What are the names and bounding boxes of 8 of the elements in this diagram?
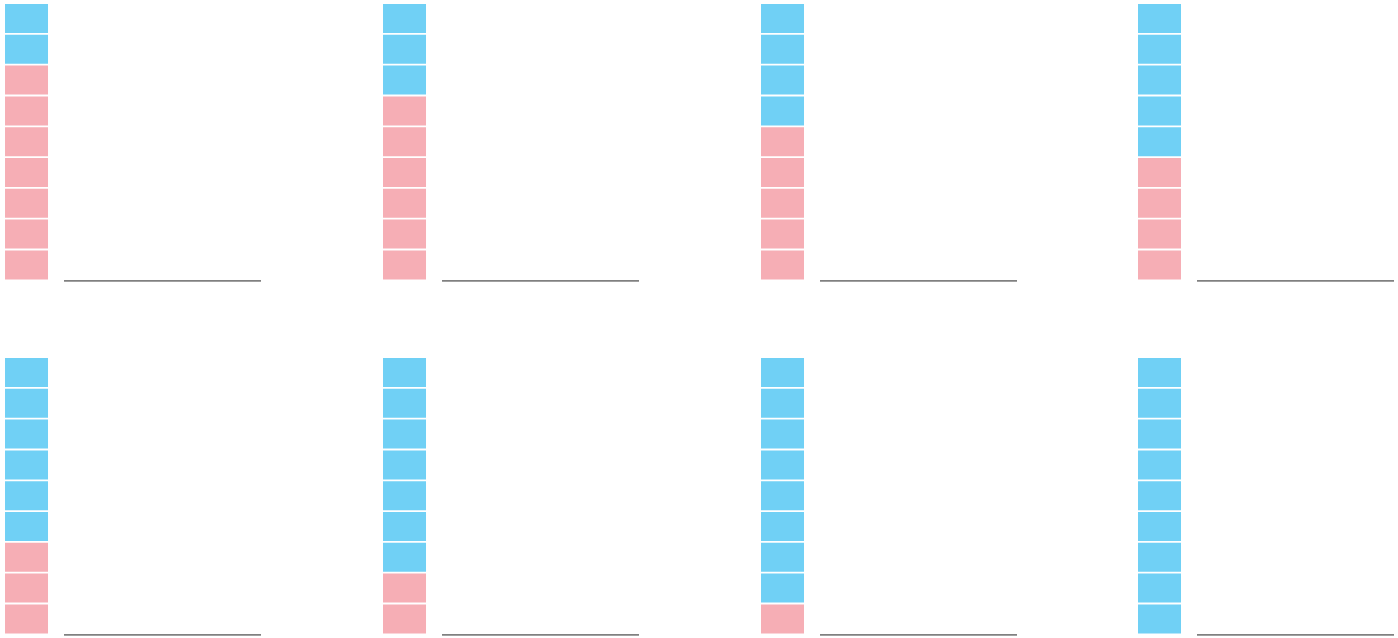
block-column xyxy=(5,4,48,280)
block-column xyxy=(383,4,426,280)
block-column xyxy=(761,4,804,280)
block-column xyxy=(761,358,804,634)
block-column xyxy=(1138,4,1181,280)
block-column xyxy=(383,358,426,634)
block-column xyxy=(1138,358,1181,634)
block-column xyxy=(5,358,48,634)
